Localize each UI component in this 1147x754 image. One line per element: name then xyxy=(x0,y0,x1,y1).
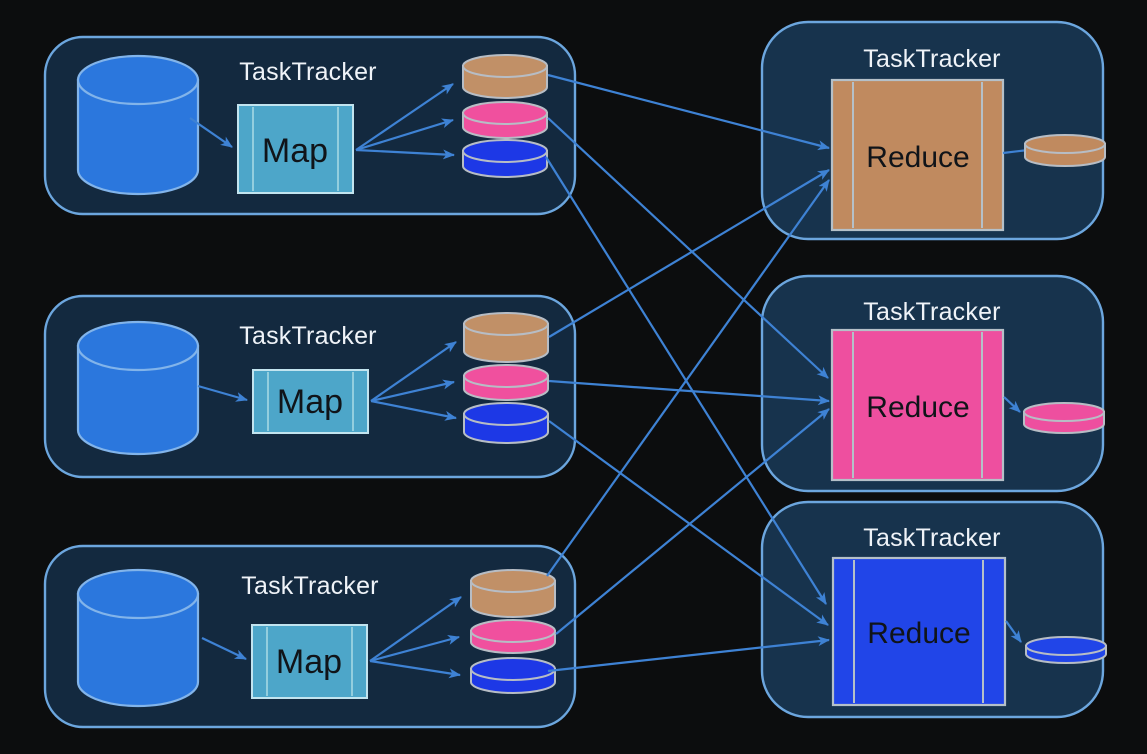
arrow-map-to-tan xyxy=(370,341,457,402)
map-box xyxy=(251,624,368,699)
partition-cylinder-tan-top xyxy=(470,569,556,593)
map-task-box: Map xyxy=(252,369,369,434)
reduce-task-box: Reduce xyxy=(830,328,1005,482)
cylinder-body xyxy=(76,344,200,456)
input-data-cylinder xyxy=(76,568,200,708)
map-tasktracker-2: TaskTracker Map xyxy=(43,294,577,479)
reduce-output-cylinder xyxy=(1025,636,1107,664)
reduce-tasktracker-3: TaskTracker Reduce xyxy=(760,500,1107,719)
reduce-task-box: Reduce xyxy=(831,556,1007,707)
partition-cylinder-blue-top xyxy=(470,657,556,681)
map-label: Map xyxy=(277,383,343,421)
arrow-input-to-map xyxy=(201,637,247,660)
tasktracker-title: TaskTracker xyxy=(241,572,378,600)
connector-reduce-to-output xyxy=(1003,396,1021,413)
reduce-output-cylinder xyxy=(1023,402,1105,434)
connector-reduce-to-output xyxy=(1005,620,1022,643)
shuffle-map1-pink-to-reduce2 xyxy=(547,117,829,379)
map-label: Map xyxy=(276,643,342,681)
connector-reduce-to-output xyxy=(1002,148,1029,155)
cylinder-top xyxy=(76,54,200,106)
map-tasktracker-1: TaskTracker Map xyxy=(43,35,577,216)
reduce-tasktracker-2: TaskTracker Reduce xyxy=(760,274,1105,493)
reduce-tasktracker-1: TaskTracker Reduce xyxy=(760,20,1106,241)
cylinder-top xyxy=(76,568,200,620)
reduce-label: Reduce xyxy=(867,617,970,650)
reduce-box xyxy=(830,78,1005,232)
reduce-box xyxy=(830,328,1005,482)
partition-cylinder-pink-top xyxy=(462,101,548,125)
arrow-map-to-pink xyxy=(370,379,455,403)
map-task-box: Map xyxy=(237,104,354,194)
reduce-box xyxy=(831,556,1007,707)
cylinder-top xyxy=(1024,134,1106,154)
arrow-map-to-pink xyxy=(369,635,460,663)
cylinder-top xyxy=(1023,402,1105,422)
tasktracker-title: TaskTracker xyxy=(863,45,1000,73)
map-output-partitions xyxy=(462,54,548,178)
shuffle-map1-tan-to-reduce1 xyxy=(547,73,830,151)
map-task-box: Map xyxy=(251,624,368,699)
tasktracker-title: TaskTracker xyxy=(863,524,1000,552)
shuffle-arrows xyxy=(545,73,830,673)
arrow-input-to-map xyxy=(197,384,248,402)
partition-cylinder-blue-top xyxy=(463,402,549,426)
shuffle-map3-pink-to-reduce2 xyxy=(555,408,830,635)
shuffle-map2-pink-to-reduce2 xyxy=(548,379,830,406)
map-tasktracker-3: TaskTracker Map xyxy=(43,544,577,729)
arrow-map-to-blue xyxy=(369,659,461,679)
arrow-map-to-tan xyxy=(355,83,454,151)
shuffle-map3-tan-to-reduce1 xyxy=(546,179,830,577)
arrow-input-to-map xyxy=(189,117,233,148)
map-output-partitions xyxy=(470,569,556,694)
arrow-map-to-pink xyxy=(355,118,454,152)
tasktracker-title: TaskTracker xyxy=(863,298,1000,326)
input-data-cylinder xyxy=(76,54,200,196)
reduce-label: Reduce xyxy=(866,391,969,424)
arrow-map-to-blue xyxy=(370,399,457,421)
partition-cylinder-pink-top xyxy=(463,364,549,388)
input-data-cylinder xyxy=(76,320,200,456)
arrow-map-to-tan xyxy=(369,596,462,662)
shuffle-map3-blue-to-reduce3 xyxy=(547,636,830,673)
cylinder-body xyxy=(76,78,200,196)
tasktracker-title: TaskTracker xyxy=(239,58,376,86)
reduce-task-box: Reduce xyxy=(830,78,1005,232)
cylinder-top xyxy=(1025,636,1107,656)
map-output-partitions xyxy=(463,312,549,444)
shuffle-map2-blue-to-reduce3 xyxy=(548,420,829,626)
cylinder-body xyxy=(76,592,200,708)
partition-cylinder-blue-top xyxy=(462,139,548,163)
partition-cylinder-tan-top xyxy=(462,54,548,78)
partition-cylinder-tan-top xyxy=(463,312,549,336)
reduce-label: Reduce xyxy=(866,141,969,174)
cylinder-top xyxy=(76,320,200,372)
arrow-map-to-blue xyxy=(355,148,455,160)
map-box xyxy=(252,369,369,434)
shuffle-map2-tan-to-reduce1 xyxy=(548,169,830,338)
partition-cylinder-pink-top xyxy=(470,619,556,643)
map-label: Map xyxy=(262,132,328,170)
map-box xyxy=(237,104,354,194)
reduce-output-cylinder xyxy=(1024,134,1106,167)
tasktracker-title: TaskTracker xyxy=(239,322,376,350)
